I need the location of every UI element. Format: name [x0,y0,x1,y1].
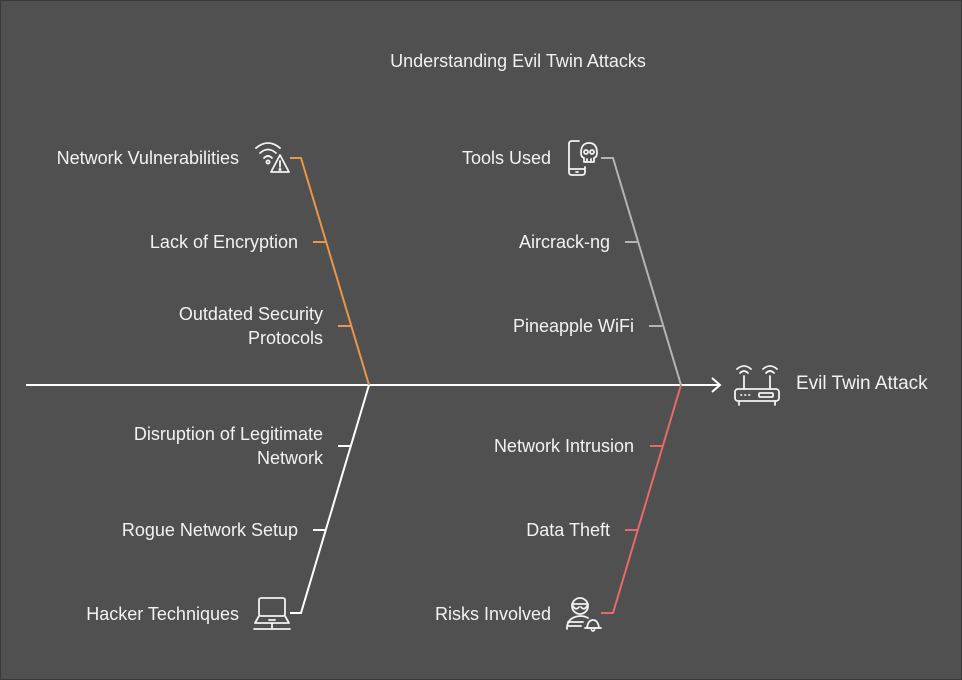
category-label-network-vulnerabilities: Network Vulnerabilities [56,148,239,168]
branch-hacker-techniques [290,384,370,614]
phone-skull-icon [568,140,598,176]
cause-network-intrusion: Network Intrusion [493,436,634,456]
branch-tools-used [601,157,682,386]
category-label-hacker-techniques: Hacker Techniques [86,604,239,624]
category-label-risks-involved: Risks Involved [434,604,551,624]
hacker-alert-icon [566,597,602,632]
cause-outdated-security-protocols: Outdated Security Protocols [178,304,323,348]
cause-aircrack-ng: Aircrack-ng [518,232,610,252]
wifi-router-icon [734,365,780,406]
cause-rogue-network-setup: Rogue Network Setup [121,520,298,540]
category-label-tools-used: Tools Used [461,148,551,168]
cause-data-theft: Data Theft [526,520,610,540]
cause-pineapple-wifi: Pineapple WiFi [512,316,634,336]
cause-disruption-of-legitimate-network: Disruption of Legitimate Network [133,424,323,468]
wifi-warning-icon [255,142,290,173]
laptop-icon [253,597,291,630]
spine-arrowhead [711,377,722,393]
branch-risks-involved [601,384,682,614]
diagram-title: Understanding Evil Twin Attacks [390,51,646,71]
branch-network-vulnerabilities [290,157,370,386]
cause-lack-of-encryption: Lack of Encryption [149,232,298,252]
effect-label: Evil Twin Attack [796,373,928,394]
